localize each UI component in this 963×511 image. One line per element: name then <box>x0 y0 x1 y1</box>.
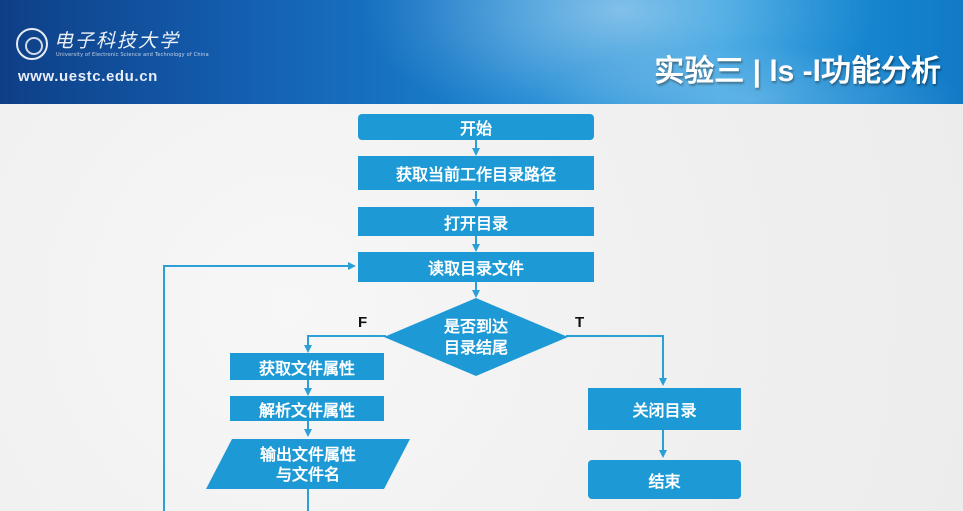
arrow-false-branch <box>304 335 386 353</box>
output-label-line2: 与文件名 <box>275 465 340 484</box>
step-read-file: 读取目录文件 <box>358 252 594 282</box>
step-open-dir: 打开目录 <box>358 207 594 236</box>
step-get-attr: 获取文件属性 <box>230 353 384 380</box>
output-parallelogram <box>206 439 410 489</box>
step-get-cwd: 获取当前工作目录路径 <box>358 156 594 190</box>
loop-back-arrow <box>163 262 356 511</box>
decision-diamond <box>384 298 568 376</box>
branch-true-label: T <box>575 314 585 331</box>
step-close-dir: 关闭目录 <box>588 388 741 430</box>
university-logo-text: 电子科技大学 <box>54 30 181 52</box>
decision-label-line2: 目录结尾 <box>443 338 508 357</box>
step-parse-attr: 解析文件属性 <box>230 396 384 421</box>
decision-label-line1: 是否到达 <box>443 317 508 336</box>
university-logo-english: University of Electronic Science and Tec… <box>56 52 209 58</box>
university-emblem-icon <box>16 28 48 60</box>
arrow-true-branch <box>566 335 667 386</box>
output-label-line1: 输出文件属性 <box>259 445 356 464</box>
start-terminal: 开始 <box>358 114 594 140</box>
end-terminal: 结束 <box>588 460 741 499</box>
branch-false-label: F <box>358 314 368 331</box>
header-banner: 电子科技大学 University of Electronic Science … <box>0 0 963 104</box>
university-url: www.uestc.edu.cn <box>18 68 158 85</box>
